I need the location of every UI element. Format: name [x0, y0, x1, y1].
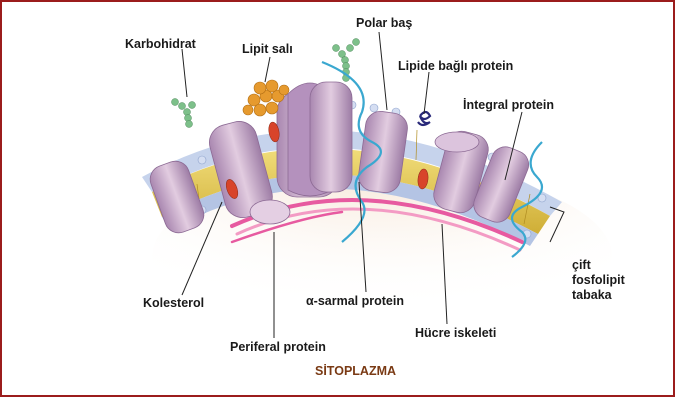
label-cift: çift	[572, 258, 625, 273]
label-karbohidrat: Karbohidrat	[125, 37, 196, 51]
label-sitoplazma: SİTOPLAZMA	[315, 364, 396, 378]
label-alfa-sarmal-protein: α-sarmal protein	[306, 294, 404, 308]
label-cift-fosfolipit-tabaka: çift fosfolipit tabaka	[572, 258, 625, 303]
label-polar-bas: Polar baş	[356, 16, 412, 30]
label-tabaka: tabaka	[572, 288, 625, 303]
label-hucre-iskeleti: Hücre iskeleti	[415, 326, 496, 340]
label-periferal-protein: Periferal protein	[230, 340, 326, 354]
label-fosfolipit: fosfolipit	[572, 273, 625, 288]
label-kolesterol: Kolesterol	[143, 296, 204, 310]
label-integral-protein: İntegral protein	[463, 98, 554, 112]
label-lipide-bagli-protein: Lipide bağlı protein	[398, 59, 513, 73]
label-lipit-sali: Lipit salı	[242, 42, 293, 56]
